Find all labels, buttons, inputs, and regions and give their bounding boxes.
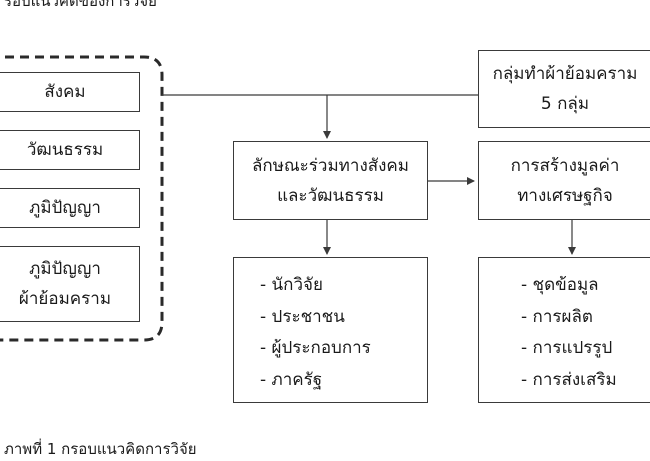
list-item: - การผลิต bbox=[521, 306, 593, 327]
box-indigo-wisdom-line2: ผ้าย้อมคราม bbox=[18, 289, 112, 309]
list-item: - ผู้ประกอบการ bbox=[260, 338, 371, 358]
box-indigo-groups-line1: กลุ่มทำผ้าย้อมคราม bbox=[492, 64, 638, 84]
box-culture-label: วัฒนธรรม bbox=[26, 140, 104, 160]
box-characteristics: ลักษณะร่วมทางสังคม และวัฒนธรรม bbox=[233, 141, 428, 220]
box-society-label: สังคม bbox=[44, 82, 86, 102]
bottom-caption: ภาพที่ 1 กรอบแนวคิดการวิจัย bbox=[4, 440, 197, 458]
box-indigo-groups: กลุ่มทำผ้าย้อมคราม 5 กลุ่ม bbox=[478, 50, 650, 128]
list-stakeholders: - นักวิจัย - ประชาชน - ผู้ประกอบการ - ภา… bbox=[233, 257, 428, 403]
box-economic-value-line1: การสร้างมูลค่า bbox=[510, 155, 620, 176]
list-item: - นักวิจัย bbox=[260, 275, 323, 295]
list-outputs: - ชุดข้อมูล - การผลิต - การแปรรูป - การส… bbox=[478, 257, 650, 403]
box-wisdom: ภูมิปัญญา bbox=[0, 188, 140, 228]
list-item: - การส่งเสริม bbox=[521, 369, 617, 390]
list-item: - การแปรรูป bbox=[521, 338, 613, 358]
box-indigo-wisdom: ภูมิปัญญา ผ้าย้อมคราม bbox=[0, 246, 140, 322]
box-characteristics-line2: และวัฒนธรรม bbox=[277, 185, 384, 206]
list-item: - ประชาชน bbox=[260, 306, 345, 327]
box-indigo-groups-line2: 5 กลุ่ม bbox=[540, 94, 590, 114]
list-item: - ชุดข้อมูล bbox=[521, 275, 599, 295]
left-group-dashed-outline bbox=[0, 55, 164, 342]
box-society: สังคม bbox=[0, 72, 140, 112]
box-indigo-wisdom-line1: ภูมิปัญญา bbox=[29, 259, 101, 279]
diagram-connectors bbox=[0, 55, 576, 342]
box-wisdom-label: ภูมิปัญญา bbox=[29, 198, 101, 218]
box-culture: วัฒนธรรม bbox=[0, 130, 140, 170]
top-caption: รอบแนวคิดของการวิจัย bbox=[4, 0, 157, 10]
list-item: - ภาครัฐ bbox=[260, 369, 323, 390]
box-economic-value-line2: ทางเศรษฐกิจ bbox=[517, 185, 613, 206]
box-characteristics-line1: ลักษณะร่วมทางสังคม bbox=[251, 155, 409, 176]
box-economic-value: การสร้างมูลค่า ทางเศรษฐกิจ bbox=[478, 141, 650, 220]
